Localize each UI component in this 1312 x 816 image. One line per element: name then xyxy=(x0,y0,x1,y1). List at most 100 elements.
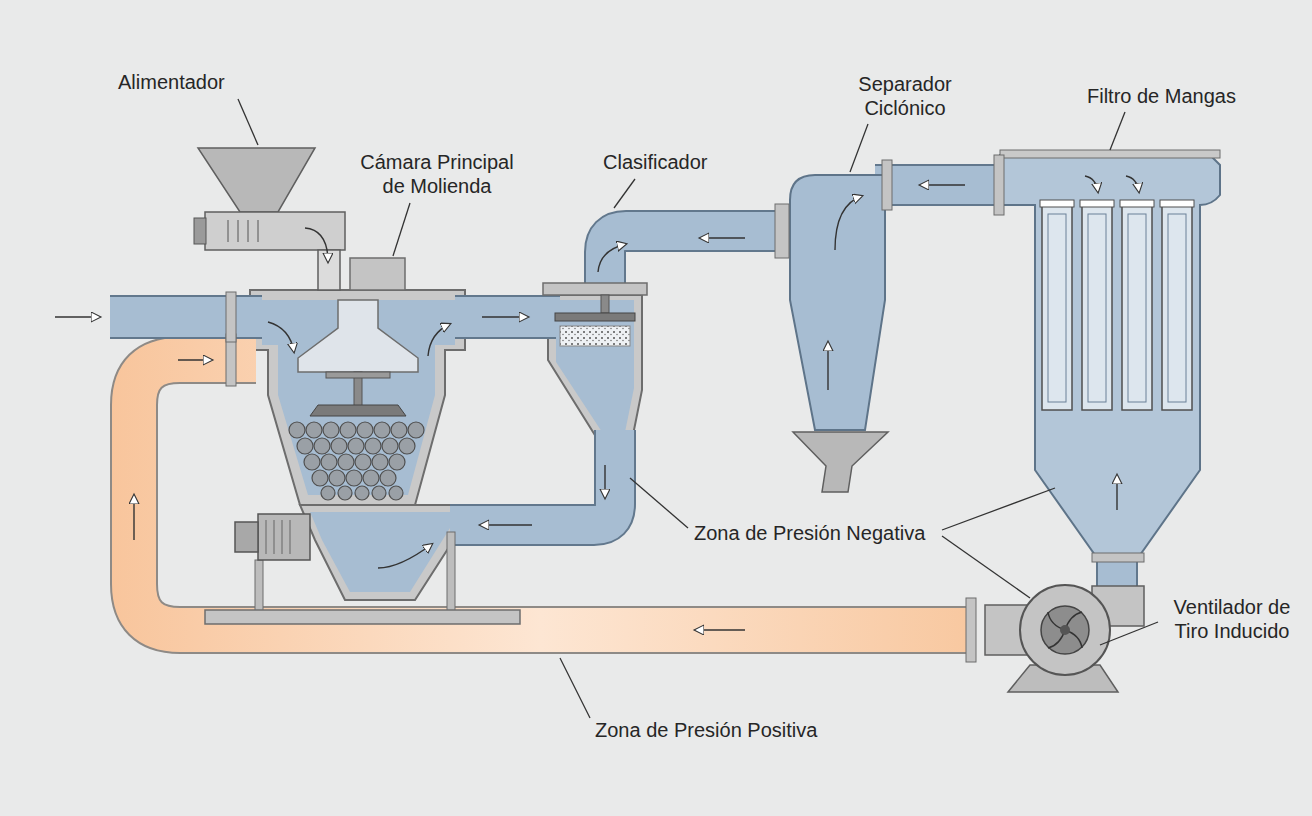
bag-filter-part xyxy=(1000,155,1220,555)
grinding-chamber-part-part xyxy=(312,470,328,486)
part-label-box: Zona de Presión Positiva xyxy=(595,718,817,742)
negative-pressure-pipes-part xyxy=(605,231,790,290)
mill-base-part xyxy=(447,532,455,612)
grinding-chamber-part-part xyxy=(363,470,379,486)
cyclone-separator-part xyxy=(882,160,892,210)
grinding-chamber-part-part xyxy=(306,422,322,438)
mill-base-part xyxy=(274,520,275,554)
leader-lines-part xyxy=(560,658,590,718)
feeder-part xyxy=(205,212,345,250)
negative-pressure-pipes-part xyxy=(875,166,1010,204)
flow-arrows-part xyxy=(827,342,828,390)
leader-lines-part xyxy=(238,99,258,145)
part-label-box: Separador Ciclónico xyxy=(845,72,965,120)
grinding-chamber-part-part xyxy=(289,422,305,438)
flow-arrows-part xyxy=(305,228,328,262)
bag-filter-part-part xyxy=(1128,214,1146,402)
bag-filter-part-part xyxy=(1120,200,1154,207)
classifier-part xyxy=(601,295,609,313)
chamber-housing-part xyxy=(250,290,465,505)
flow-arrows-part xyxy=(1085,176,1098,192)
induced-draft-fan-part xyxy=(1020,585,1110,675)
grinding-chamber-part-part xyxy=(355,454,371,470)
induced-draft-fan-part xyxy=(1048,612,1082,648)
feeder-part xyxy=(194,218,206,244)
mill-base-part xyxy=(290,520,291,554)
chamber-housing-part xyxy=(300,505,460,600)
bag-filter xyxy=(994,150,1220,562)
bag-filter-part xyxy=(994,155,1004,215)
classifier-housing xyxy=(548,295,642,440)
grinding-chamber-part-part xyxy=(380,470,396,486)
chamber-housing xyxy=(250,290,465,600)
leader-lines-part xyxy=(1100,622,1158,645)
leader-lines xyxy=(238,99,1158,718)
grinding-chamber-part xyxy=(310,405,406,416)
part-label: Ventilador de Tiro Inducido xyxy=(1174,596,1291,642)
mill-base-part xyxy=(266,520,267,554)
grinding-chamber-part-part xyxy=(408,422,424,438)
grinding-chamber-part-part xyxy=(348,438,364,454)
bag-filter-part-part xyxy=(1040,200,1074,207)
negative-pressure-pipes-part xyxy=(450,430,615,525)
feeder-part xyxy=(318,250,340,290)
bag-filter-part xyxy=(1042,205,1192,410)
induced-draft-fan-part xyxy=(966,598,976,662)
bag-filter-part xyxy=(1092,553,1144,562)
classifier-housing-part xyxy=(548,295,642,440)
flow-arrows-part xyxy=(604,465,605,498)
part-label: Cámara Principal de Molienda xyxy=(360,151,513,197)
classifier-part xyxy=(560,326,630,346)
flow-arrows-part xyxy=(178,359,212,360)
mill-base-part xyxy=(282,520,283,554)
flow-arrows-part xyxy=(482,316,528,317)
bag-filter-part-part xyxy=(1042,205,1072,410)
negative-pressure-pipes-part xyxy=(450,430,615,525)
grinding-chamber-part-part xyxy=(297,438,313,454)
grinding-chamber-part xyxy=(350,258,405,290)
mill-base xyxy=(205,514,520,624)
bag-filter-part-part xyxy=(1080,200,1114,207)
grinding-chamber-part xyxy=(298,300,418,372)
flow-arrows-part xyxy=(920,184,965,185)
feeder-part xyxy=(258,220,259,242)
negative-pressure-pipes-part xyxy=(455,295,560,339)
mill-base-part xyxy=(205,610,520,624)
classifier-part xyxy=(543,283,647,295)
grinding-chamber-part xyxy=(262,300,455,495)
grinding-chamber-part-part xyxy=(365,438,381,454)
part-label-box: Zona de Presión Negativa xyxy=(694,521,925,545)
leader-lines-part xyxy=(942,536,1030,598)
bag-filter-part-part xyxy=(1122,205,1152,410)
grinding-chamber-part xyxy=(289,422,424,500)
bag-filter-part xyxy=(1048,214,1186,402)
leader-lines-part xyxy=(630,478,688,528)
grinding-chamber-part-part xyxy=(340,422,356,438)
mill-base-part xyxy=(235,522,258,552)
grinding-chamber-part-part xyxy=(304,454,320,470)
grinding-chamber xyxy=(226,258,455,592)
grinding-chamber-part-part xyxy=(399,438,415,454)
leader-lines-part xyxy=(393,203,410,256)
grinding-chamber-part-part xyxy=(338,454,354,470)
grinding-chamber-part-part xyxy=(321,486,335,500)
grinding-chamber-part-part xyxy=(382,438,398,454)
feeder xyxy=(194,148,345,290)
part-label: Clasificador xyxy=(603,151,707,173)
flow-arrows-part xyxy=(133,495,134,540)
bag-filter-part-part xyxy=(1048,214,1066,402)
feeder-part xyxy=(198,148,315,212)
leader-lines-part xyxy=(850,124,868,172)
cyclone-separator xyxy=(775,160,892,492)
bag-filter-part-part xyxy=(1088,214,1106,402)
induced-draft-fan-part xyxy=(1041,606,1089,654)
feeder-part xyxy=(248,220,249,242)
negative-pressure-pipes-part xyxy=(455,297,560,337)
grinding-chamber-part-part xyxy=(389,454,405,470)
bag-filter-part xyxy=(1040,200,1194,207)
bag-filter-part-part xyxy=(1162,205,1192,410)
induced-draft-fan-part xyxy=(1060,625,1070,635)
part-label-box: Alimentador xyxy=(118,70,225,94)
negative-pressure-pipes xyxy=(110,185,1117,604)
